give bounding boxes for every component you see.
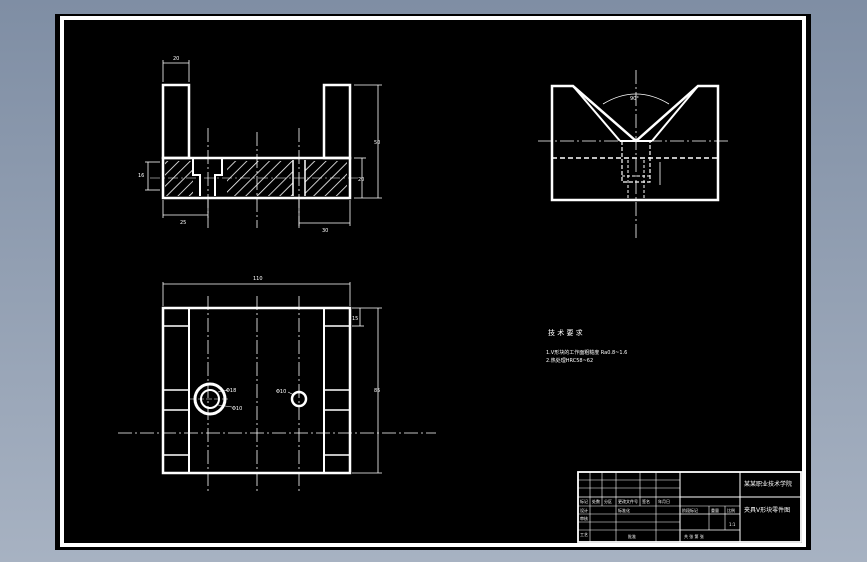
front-dim-texts: 20 50 20 16 25 30 <box>138 56 380 234</box>
title-company: 某某职业技术学院 <box>744 480 792 488</box>
front-section-view <box>145 60 382 228</box>
tb-standard: 标准化 <box>618 507 630 513</box>
v-face-right-inner <box>651 85 699 142</box>
front-left-jaw <box>161 83 191 160</box>
dim-top-right-height: 85 <box>374 388 380 394</box>
tb-sign: 签名 <box>642 498 650 504</box>
hole-small-label: Φ10 <box>276 389 286 395</box>
tb-scale: 比例 <box>727 507 735 513</box>
drawing-border <box>60 16 806 547</box>
front-dimensions <box>145 60 382 226</box>
v-block-outline <box>550 84 720 202</box>
dim-right-lower: 20 <box>358 177 364 183</box>
tb-zone: 分区 <box>604 498 612 504</box>
title-block <box>577 471 802 543</box>
tb-date: 年月日 <box>658 498 670 504</box>
notes-title: 技 术 要 求 <box>548 328 583 337</box>
tb-check: 审核 <box>580 515 588 521</box>
cad-drawing-canvas[interactable]: 20 50 20 16 25 30 90° <box>55 14 811 550</box>
hidden-hole <box>627 160 645 200</box>
dim-top-right: 15 <box>352 316 358 322</box>
counterbore-outline <box>192 158 223 196</box>
hatch-left <box>165 161 193 196</box>
hole-large-label2: Φ10 <box>232 406 242 412</box>
hatch-right <box>305 161 347 196</box>
top-view <box>118 282 436 492</box>
tb-stage: 阶段标记 <box>682 507 698 513</box>
front-right-jaw <box>322 83 352 160</box>
side-view <box>538 70 730 238</box>
notes-line-2: 2.热处理HRC58~62 <box>546 357 593 364</box>
tb-change-doc: 更改文件号 <box>618 498 638 504</box>
title-block-texts: 某某职业技术学院 夹具V形块零件图 标记 处数 分区 更改文件号 签名 年月日 … <box>580 480 792 539</box>
drawing-viewport[interactable]: 20 50 20 16 25 30 90° <box>55 14 811 550</box>
top-dim-texts: 110 15 85 Φ18 Φ10 Φ10 <box>226 276 380 412</box>
dim-left: 16 <box>138 173 144 179</box>
tb-approve: 批准 <box>628 533 636 539</box>
hole-large-label: Φ18 <box>226 388 236 394</box>
angle-label: 90° <box>630 96 639 102</box>
notes-line-1: 1.V形块的工作面粗糙度 Ra0.8~1.6 <box>546 349 627 356</box>
tb-weight: 重量 <box>711 507 719 513</box>
tb-sheet: 共 张 第 张 <box>684 533 704 539</box>
dim-bottom-left: 25 <box>180 220 186 226</box>
tb-scale-value: 1:1 <box>729 522 736 527</box>
hatch-middle <box>227 161 293 196</box>
tb-design: 设计 <box>580 507 588 513</box>
tb-process: 工艺 <box>580 532 588 537</box>
dim-right-height: 50 <box>374 140 380 146</box>
tb-mark: 标记 <box>580 498 588 504</box>
dim-top-width: 20 <box>173 56 179 62</box>
title-drawing-name: 夹具V形块零件图 <box>744 506 790 514</box>
dim-bottom-right: 30 <box>322 228 328 234</box>
tb-count: 处数 <box>592 498 600 504</box>
v-face-left-inner <box>572 85 621 142</box>
top-outline <box>161 306 352 475</box>
tech-notes: 技 术 要 求 1.V形块的工作面粗糙度 Ra0.8~1.6 2.热处理HRC5… <box>546 328 627 364</box>
dim-total-width: 110 <box>253 276 263 282</box>
